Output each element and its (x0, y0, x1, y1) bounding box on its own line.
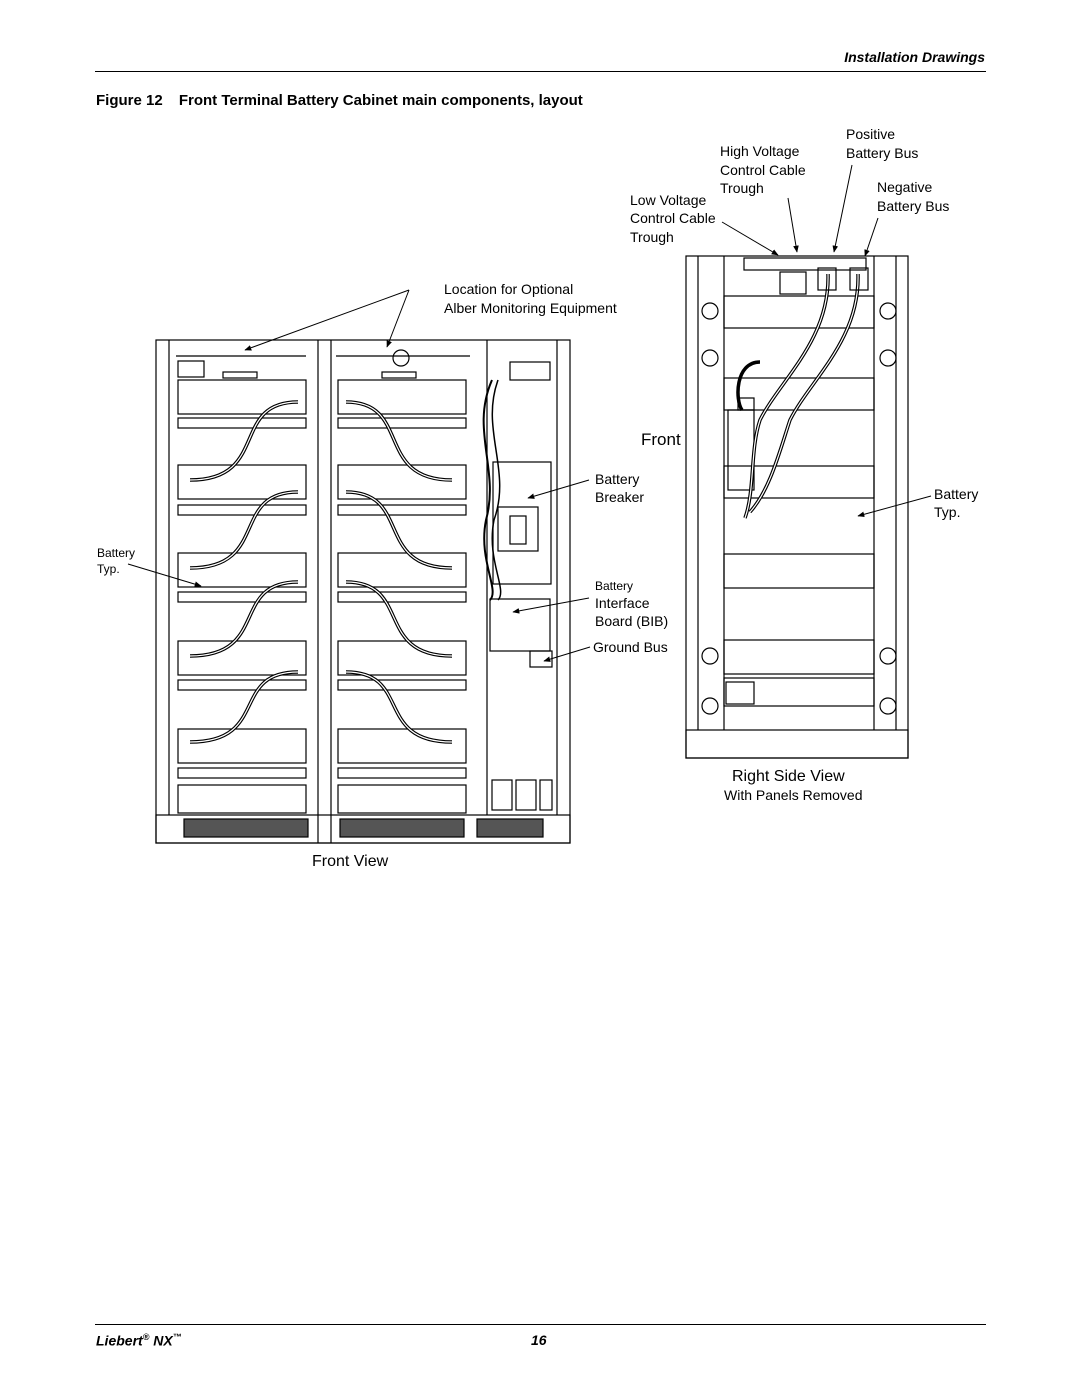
positive-bus-label-line1: Positive (846, 126, 895, 142)
alber-label-line2: Alber Monitoring Equipment (444, 300, 617, 316)
hv-trough-label-line3: Trough (720, 180, 764, 196)
footer-page-number: 16 (531, 1332, 547, 1348)
figure-title: Front Terminal Battery Cabinet main comp… (178, 92, 583, 109)
ground-bus-label: Ground Bus (593, 639, 668, 655)
breaker-label-line2: Breaker (595, 489, 644, 505)
hv-trough-label-line1: High Voltage (720, 143, 800, 159)
front-view-drawing (155, 339, 571, 844)
bib-label-line1: Battery (595, 579, 633, 593)
bib-label-line2: Interface (595, 595, 650, 611)
footer-rule (95, 1324, 986, 1325)
battery-typ-left-line1: Battery (97, 546, 135, 560)
negative-bus-label-line2: Battery Bus (877, 198, 949, 214)
footer-product-name: Liebert (96, 1332, 143, 1349)
battery-typ-left-line2: Typ. (97, 562, 120, 576)
footer-product-suffix: NX (153, 1332, 173, 1349)
front-direction-label: Front (641, 430, 681, 449)
lv-trough-label-line1: Low Voltage (630, 192, 706, 208)
bib-label-line3: Board (BIB) (595, 613, 668, 629)
front-view-title: Front View (312, 853, 389, 870)
right-side-view-title: Right Side View (732, 768, 845, 785)
figure-number: Figure 12 (96, 92, 163, 109)
lv-trough-label-line2: Control Cable (630, 210, 716, 226)
footer-product: Liebert® NX™ (96, 1332, 182, 1349)
lv-trough-label-line3: Trough (630, 229, 674, 245)
right-side-view-drawing (685, 255, 909, 759)
positive-bus-label-line2: Battery Bus (846, 145, 918, 161)
header-section-title: Installation Drawings (844, 49, 985, 65)
header-rule (95, 71, 986, 72)
breaker-label-line1: Battery (595, 471, 639, 487)
alber-label-line1: Location for Optional (444, 281, 573, 297)
right-side-view-subtitle: With Panels Removed (724, 787, 863, 803)
battery-typ-right-line2: Typ. (934, 504, 960, 520)
battery-typ-right-line1: Battery (934, 486, 978, 502)
figure-caption: Figure 12 Front Terminal Battery Cabinet… (96, 92, 583, 109)
negative-bus-label-line1: Negative (877, 179, 932, 195)
hv-trough-label-line2: Control Cable (720, 162, 806, 178)
